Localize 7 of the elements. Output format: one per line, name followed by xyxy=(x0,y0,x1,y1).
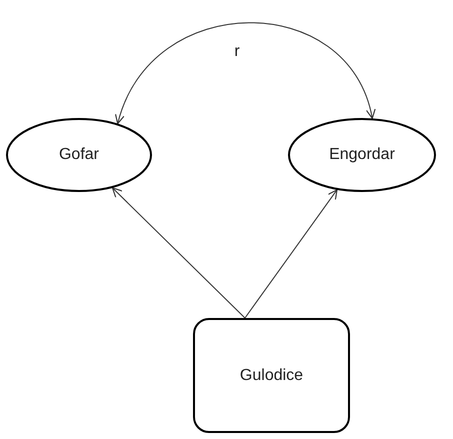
node-label: Engordar xyxy=(329,146,395,164)
arrow xyxy=(116,22,374,124)
rounded-box xyxy=(193,318,350,433)
node-label: Gofar xyxy=(58,146,99,164)
node-label: Gulodice xyxy=(240,366,304,384)
arrow xyxy=(112,187,246,318)
arrow xyxy=(244,189,338,318)
